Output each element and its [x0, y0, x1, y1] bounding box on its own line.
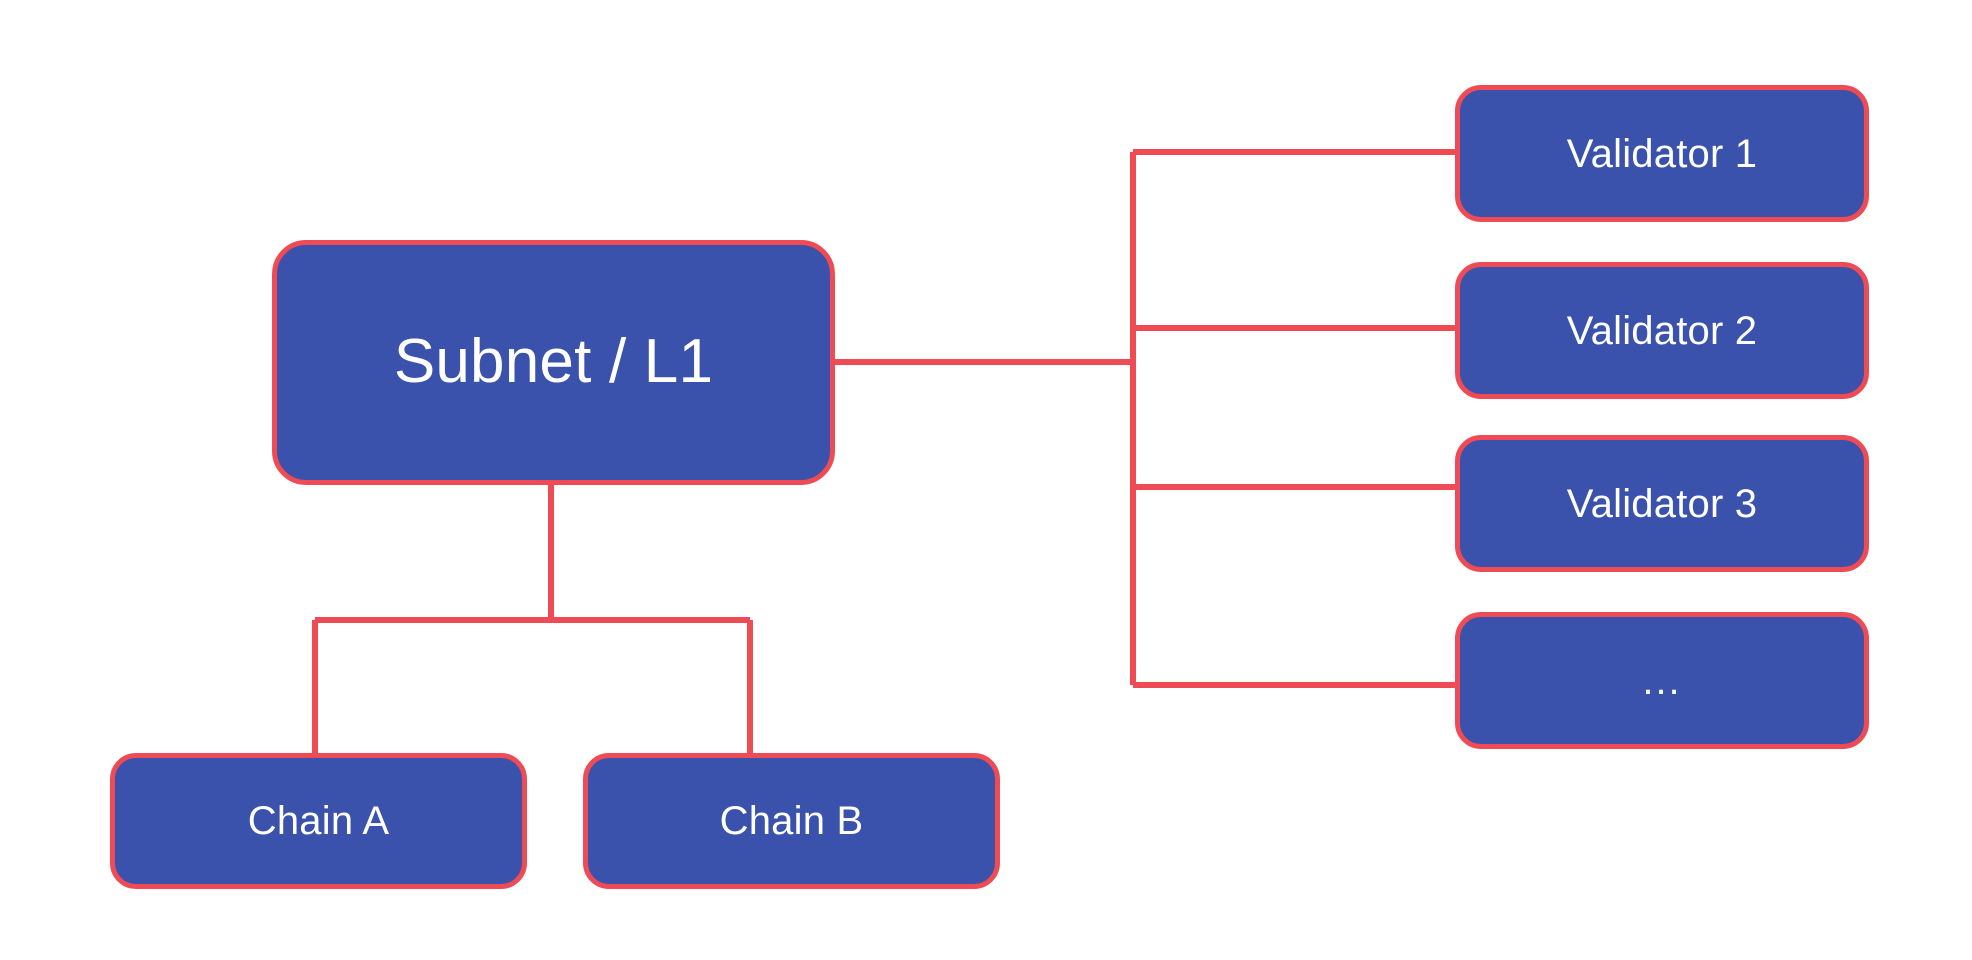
node-chain-a-label: Chain A: [247, 799, 390, 843]
node-validator-ellipsis-label: ...: [1642, 658, 1682, 703]
node-validator-3[interactable]: Validator 3: [1455, 435, 1869, 572]
node-validator-2[interactable]: Validator 2: [1455, 262, 1869, 399]
node-validator-2-label: Validator 2: [1566, 308, 1758, 353]
node-validator-3-label: Validator 3: [1566, 481, 1758, 526]
node-validator-1-label: Validator 1: [1566, 131, 1758, 176]
node-validator-ellipsis[interactable]: ...: [1455, 612, 1869, 749]
node-chain-b[interactable]: Chain B: [583, 753, 1000, 889]
node-validator-1[interactable]: Validator 1: [1455, 85, 1869, 222]
node-subnet-l1[interactable]: Subnet / L1: [272, 240, 835, 485]
node-subnet-l1-label: Subnet / L1: [393, 327, 714, 397]
node-chain-a[interactable]: Chain A: [110, 753, 527, 889]
node-chain-b-label: Chain B: [719, 799, 864, 843]
